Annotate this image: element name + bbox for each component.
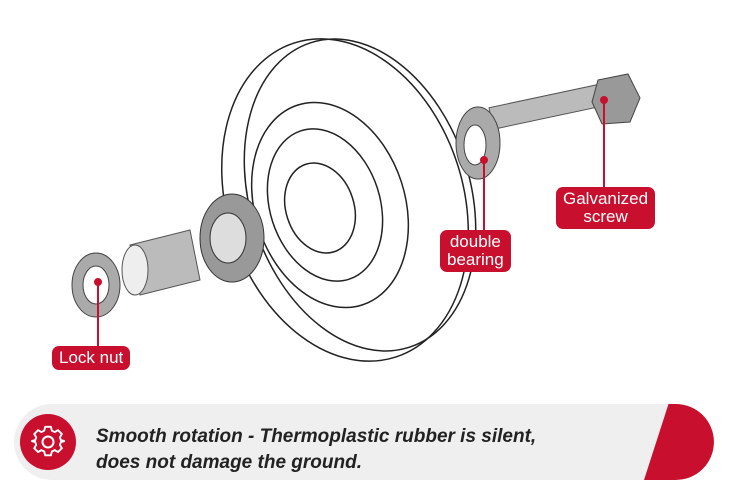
feature-banner xyxy=(14,404,714,480)
lock-nut-text: Lock nut xyxy=(59,348,124,367)
inner-bearing xyxy=(199,193,265,283)
gear-icon xyxy=(20,414,76,470)
banner-line-1: Smooth rotation - Thermoplastic rubber i… xyxy=(96,426,537,447)
outer-bearing xyxy=(455,106,501,180)
lock-nut-label: Lock nut xyxy=(52,346,131,370)
screw-text-2: screw xyxy=(583,207,628,226)
double-bearing-label: double bearing xyxy=(440,230,511,272)
exploded-wheel-illustration xyxy=(71,38,641,362)
banner-line-2: does not damage the ground. xyxy=(96,452,363,473)
double-bearing-text-2: bearing xyxy=(447,250,504,269)
double-bearing-text-1: double xyxy=(449,232,501,251)
sleeve xyxy=(121,229,201,296)
banner-accent xyxy=(644,404,714,480)
galvanized-screw-label: Galvanized screw xyxy=(556,187,656,229)
screw-text-1: Galvanized xyxy=(563,189,649,208)
banner-text: Smooth rotation - Thermoplastic rubber i… xyxy=(96,424,536,476)
screw xyxy=(488,73,641,130)
